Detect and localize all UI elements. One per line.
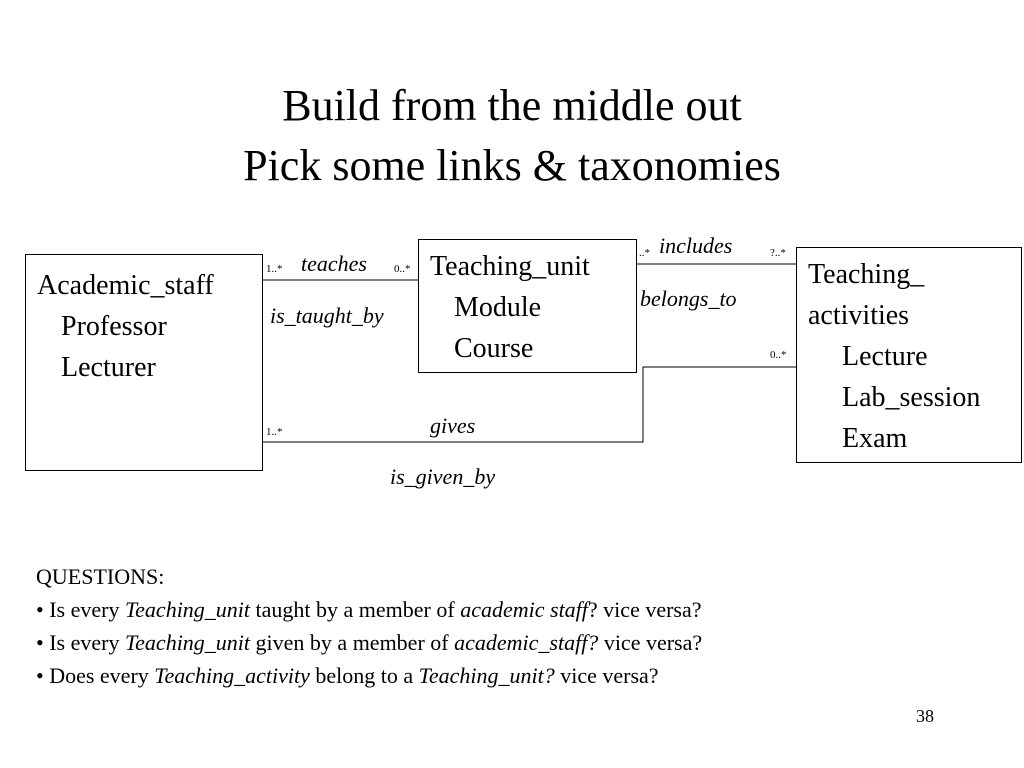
link-label-teaches: teaches [301,251,367,276]
gives-connector [263,366,796,443]
teaching-unit-subtype-course: Course [454,333,534,364]
link-label-gives: gives [430,413,476,438]
link-label-belongs-to: belongs_to [640,286,737,311]
academic-staff-subtype-professor: Professor [61,311,167,342]
page-number: 38 [916,706,934,726]
questions-section: QUESTIONS: • Is every Teaching_unit taug… [36,560,702,692]
cardinality-gives-left: 1..* [266,426,283,438]
teaching-unit-class-box: Teaching_unit Module Course [418,239,637,373]
teaching-activities-title-line-2: activities [808,300,910,331]
cardinality-teaches-right: 0..* [394,263,411,275]
cardinality-teaches-left: 1..* [266,263,283,275]
questions-heading: QUESTIONS: [36,564,165,589]
teaching-activities-subtype-exam: Exam [842,423,908,454]
link-label-is-given-by: is_given_by [390,464,496,489]
cardinality-includes-left: ..* [639,247,650,259]
link-label-is-taught-by: is_taught_by [270,303,384,328]
academic-staff-title: Academic_staff [37,270,214,301]
question-2: • Is every Teaching_unit given by a memb… [36,630,703,655]
link-label-includes: includes [659,233,733,258]
teaching-unit-title: Teaching_unit [430,251,590,282]
teaching-activities-class-box: Teaching_ activities Lecture Lab_session… [796,247,1022,463]
academic-staff-subtype-lecturer: Lecturer [61,352,156,383]
teaching-unit-subtype-module: Module [454,292,542,323]
question-1: • Is every Teaching_unit taught by a mem… [36,597,702,622]
cardinality-gives-right: 0..* [770,349,787,361]
cardinality-includes-right: ?..* [770,247,786,259]
teaching-activities-subtype-lecture: Lecture [842,341,928,372]
slide-title-line-1: Build from the middle out [282,81,742,130]
academic-staff-class-box: Academic_staff Professor Lecturer [25,254,263,471]
slide-title-line-2: Pick some links & taxonomies [243,141,781,190]
teaching-activities-subtype-lab-session: Lab_session [842,382,981,413]
teaching-activities-title-line-1: Teaching_ [808,259,925,290]
question-3: • Does every Teaching_activity belong to… [36,663,659,688]
